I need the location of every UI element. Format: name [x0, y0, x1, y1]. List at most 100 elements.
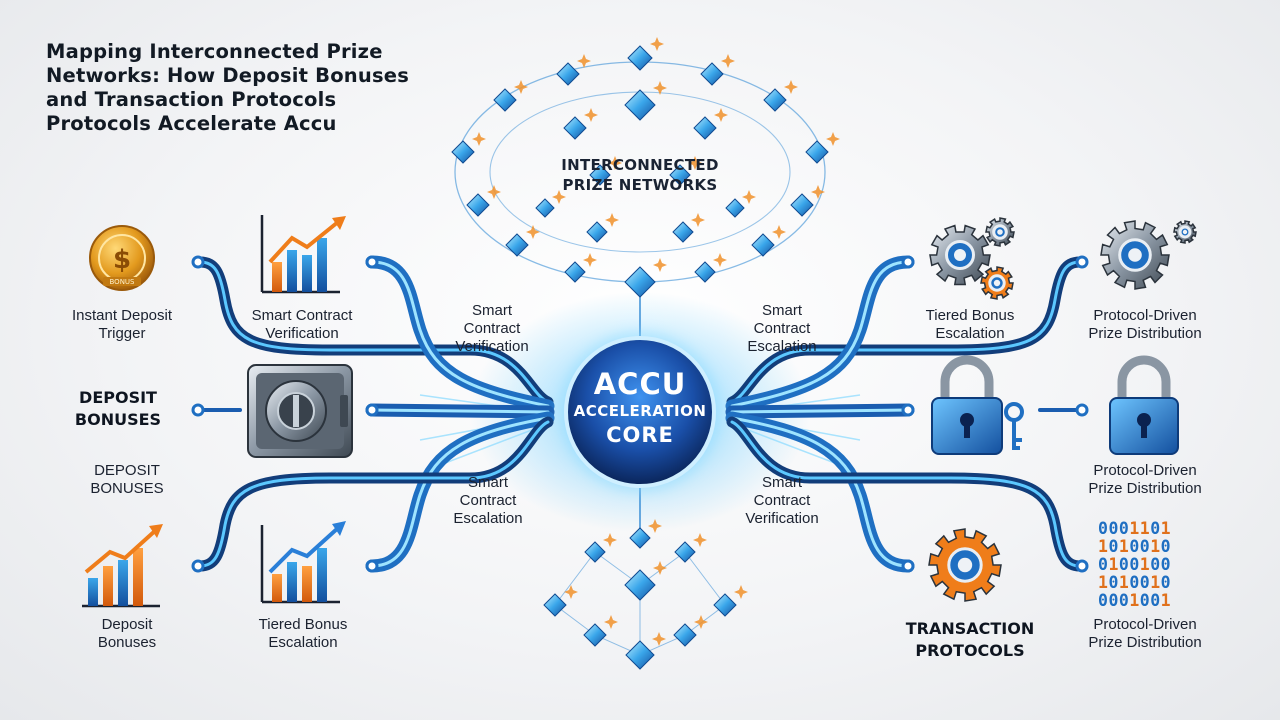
flow-label-left-top: Smart Contract Verification: [432, 302, 552, 356]
label-line: Contract: [753, 320, 811, 337]
sparkle-icon: [648, 519, 662, 533]
svg-text:$: $: [113, 245, 131, 275]
gem-icon: [694, 261, 716, 283]
gem-icon: [625, 640, 655, 670]
sparkle-icon: [772, 225, 786, 239]
sparkle-icon: [811, 185, 825, 199]
sparkle-icon: [653, 81, 667, 95]
sparkle-icon: [564, 585, 578, 599]
deposit-bonuses-bottom-label: Deposit Bonuses: [72, 616, 182, 652]
protocol-distribution-mid-label: Protocol-Driven Prize Distribution: [1070, 462, 1220, 498]
label-line: Smart: [761, 302, 802, 319]
sparkle-icon: [650, 37, 664, 51]
title-line: Protocols Accelerate Accu: [46, 112, 337, 135]
title-line: Networks: How Deposit Bonuses: [46, 64, 410, 87]
flow-label-left-bottom: Smart Contract Escalation: [428, 474, 548, 528]
sparkle-icon: [526, 225, 540, 239]
network-label-line: INTERCONNECTED: [561, 156, 719, 174]
label-line: Tiered Bonus: [925, 307, 1015, 324]
label-line: Prize Distribution: [1088, 634, 1202, 651]
right-pipes: [725, 255, 1086, 573]
label-line: Bonuses: [97, 634, 157, 651]
padlock-key-icon: [931, 355, 1024, 455]
sparkle-icon: [742, 190, 756, 204]
label-line: Smart: [471, 302, 512, 319]
core-label: ACCU ACCELERATION CORE: [548, 333, 732, 481]
label-line: Protocol-Driven: [1093, 307, 1197, 324]
label-line: Contract: [753, 492, 811, 509]
gem-icon: [589, 164, 611, 186]
label-line: Smart Contract: [251, 307, 353, 324]
page-title: Mapping Interconnected Prize Networks: H…: [46, 40, 416, 136]
sparkle-icon: [694, 615, 708, 629]
label-line: Smart: [761, 474, 802, 491]
title-line: and Transaction Protocols: [46, 88, 337, 111]
gem-icon: [505, 233, 529, 257]
protocol-distribution-top-label: Protocol-Driven Prize Distribution: [1070, 307, 1220, 343]
sparkle-icon: [714, 108, 728, 122]
label-line: Protocol-Driven: [1093, 462, 1197, 479]
growth-chart-icon-top: [260, 215, 346, 294]
gem-icon: [466, 193, 490, 217]
sparkle-icon: [605, 213, 619, 227]
sparkle-icon: [653, 561, 667, 575]
prize-gems: [451, 37, 840, 670]
label-line: Tiered Bonus: [258, 616, 348, 633]
gem-icon: [583, 623, 607, 647]
core-line-1: ACCU: [593, 367, 687, 401]
gear-icon: [980, 266, 1014, 300]
gem-icon: [627, 45, 653, 71]
gem-icon: [674, 541, 696, 563]
gem-icon: [624, 266, 656, 298]
sparkle-icon: [552, 190, 566, 204]
label-line: PROTOCOLS: [915, 641, 1025, 660]
label-line: Contract: [459, 492, 517, 509]
gem-icon: [673, 623, 697, 647]
tiered-bonus-label: Tiered Bonus Escalation: [905, 307, 1035, 343]
sparkle-icon: [652, 632, 666, 646]
gem-icon: [493, 88, 517, 112]
gem-icon: [805, 140, 829, 164]
smart-contract-verification-label: Smart Contract Verification: [232, 307, 372, 343]
gem-icon: [556, 62, 580, 86]
flow-label-right-top: Smart Contract Escalation: [722, 302, 842, 356]
deposit-bonuses-heading: DEPOSIT BONUSES: [58, 387, 178, 431]
protocol-distribution-bottom-label: Protocol-Driven Prize Distribution: [1070, 616, 1220, 652]
label-line: Verification: [455, 338, 529, 355]
gears-icons: [928, 217, 1197, 602]
gem-icon: [535, 198, 555, 218]
sparkle-icon: [713, 253, 727, 267]
sparkle-icon: [688, 156, 702, 170]
label-line: BONUSES: [74, 410, 162, 429]
network-label-line: PRIZE NETWORKS: [562, 176, 718, 194]
core-circle: [564, 336, 716, 488]
coin-icon: $ BONUS: [89, 225, 155, 291]
gem-icon: [693, 116, 717, 140]
label-line: BONUSES: [90, 480, 164, 497]
svg-text:BONUS: BONUS: [110, 278, 136, 286]
gem-icon: [763, 88, 787, 112]
sparkle-icon: [472, 132, 486, 146]
sparkle-icon: [603, 533, 617, 547]
label-line: DEPOSIT: [94, 462, 160, 479]
deposit-bonuses-mid-label: DEPOSIT BONUSES: [72, 462, 182, 498]
sparkle-icon: [604, 615, 618, 629]
binary-row: 1010010: [1098, 573, 1172, 592]
label-line: Prize Distribution: [1088, 480, 1202, 497]
gear-icon: [985, 217, 1015, 247]
gem-icon: [672, 221, 694, 243]
sparkle-icon: [734, 585, 748, 599]
gem-icon: [725, 198, 745, 218]
label-line: Trigger: [98, 325, 146, 342]
gear-icon: [928, 528, 1002, 602]
title-line: Mapping Interconnected Prize: [46, 40, 383, 63]
label-line: Protocol-Driven: [1093, 616, 1197, 633]
sparkle-icon: [608, 156, 622, 170]
bottom-lattice: [554, 551, 726, 656]
gem-icon: [700, 62, 724, 86]
gear-icon: [1100, 220, 1170, 290]
sparkle-icon: [653, 258, 667, 272]
label-line: Escalation: [268, 634, 338, 651]
